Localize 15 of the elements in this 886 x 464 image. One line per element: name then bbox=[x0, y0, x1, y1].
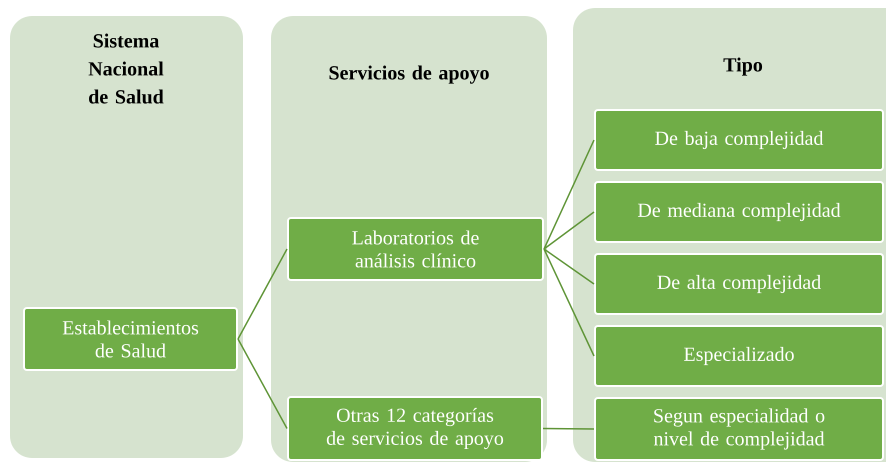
category-box: De baja complejidad bbox=[594, 109, 884, 171]
connector-line bbox=[544, 248, 594, 285]
category-box: Establecimientos de Salud bbox=[23, 307, 238, 371]
category-box: Especializado bbox=[594, 325, 884, 387]
category-box: De mediana complejidad bbox=[594, 181, 884, 243]
category-box: Laboratorios de análisis clínico bbox=[287, 217, 544, 281]
category-box: Otras 12 categorías de servicios de apoyo bbox=[287, 396, 543, 461]
connector-line bbox=[544, 211, 594, 250]
category-box: De alta complejidad bbox=[594, 253, 884, 315]
category-box: Segun especialidad o nivel de complejidad bbox=[594, 397, 884, 461]
connector-line bbox=[543, 140, 595, 250]
connector-line bbox=[543, 428, 594, 430]
connector-line bbox=[237, 248, 288, 340]
connector-line bbox=[543, 248, 595, 356]
connector-line bbox=[237, 338, 288, 429]
